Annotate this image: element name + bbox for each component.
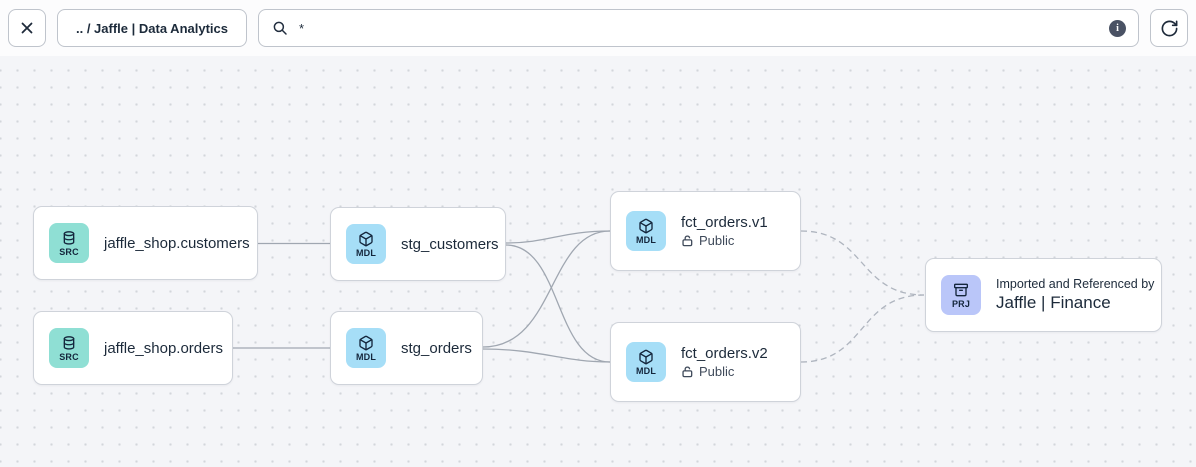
model-badge: MDL — [626, 211, 666, 251]
database-icon — [61, 335, 77, 351]
node-label: stg_customers — [401, 235, 499, 253]
badge-label: PRJ — [951, 298, 971, 309]
node-jaffle-shop-orders[interactable]: SRC jaffle_shop.orders — [33, 311, 233, 385]
node-label: fct_orders.v1 — [681, 214, 768, 231]
edge-stg-customers-fct-v1 — [505, 230, 611, 244]
unlock-icon — [681, 365, 694, 378]
edge-fct-v2-project — [800, 294, 925, 363]
unlock-icon — [681, 234, 694, 247]
project-badge: PRJ — [941, 275, 981, 315]
toolbar: .. / Jaffle | Data Analytics i — [0, 0, 1196, 56]
close-button[interactable] — [8, 9, 46, 47]
node-label: Jaffle | Finance — [996, 293, 1111, 312]
source-badge: SRC — [49, 223, 89, 263]
node-fct-orders-v2[interactable]: MDL fct_orders.v2 Public — [610, 322, 801, 402]
search-icon — [271, 19, 289, 37]
edge-stg-customers-fct-v2 — [505, 244, 611, 363]
badge-label: MDL — [355, 247, 377, 258]
source-badge: SRC — [49, 328, 89, 368]
model-badge: MDL — [626, 342, 666, 382]
node-label: stg_orders — [401, 339, 472, 357]
info-icon[interactable]: i — [1109, 19, 1126, 37]
breadcrumb[interactable]: .. / Jaffle | Data Analytics — [57, 9, 247, 47]
badge-label: MDL — [355, 351, 377, 362]
node-label: jaffle_shop.customers — [104, 234, 250, 252]
badge-label: MDL — [635, 365, 657, 376]
cube-icon — [638, 218, 654, 234]
model-badge: MDL — [346, 328, 386, 368]
access-row: Public — [681, 364, 768, 379]
node-jaffle-shop-customers[interactable]: SRC jaffle_shop.customers — [33, 206, 258, 280]
access-row: Public — [681, 233, 768, 248]
cube-icon — [358, 335, 374, 351]
badge-label: MDL — [635, 234, 657, 245]
edge-stg-orders-fct-v2 — [482, 348, 611, 363]
node-fct-orders-v1[interactable]: MDL fct_orders.v1 Public — [610, 191, 801, 271]
access-label: Public — [699, 364, 735, 379]
search-bar[interactable]: i — [258, 9, 1139, 47]
node-stg-orders[interactable]: MDL stg_orders — [330, 311, 483, 385]
node-stg-customers[interactable]: MDL stg_customers — [330, 207, 506, 281]
cube-icon — [638, 349, 654, 365]
node-jaffle-finance-project[interactable]: PRJ Imported and Referenced by Jaffle | … — [925, 258, 1162, 332]
close-icon — [18, 19, 36, 37]
database-icon — [61, 230, 77, 246]
node-label: jaffle_shop.orders — [104, 339, 223, 357]
edge-stg-orders-fct-v1 — [482, 230, 611, 348]
node-label: fct_orders.v2 — [681, 345, 768, 362]
search-input[interactable] — [299, 20, 1099, 36]
cube-icon — [358, 231, 374, 247]
refresh-button[interactable] — [1150, 9, 1188, 47]
model-badge: MDL — [346, 224, 386, 264]
access-label: Public — [699, 233, 735, 248]
archive-icon — [953, 282, 969, 298]
breadcrumb-label: .. / Jaffle | Data Analytics — [76, 20, 228, 36]
badge-label: SRC — [59, 351, 79, 362]
project-subtitle: Imported and Referenced by — [996, 277, 1155, 291]
edge-fct-v1-project — [800, 230, 925, 296]
badge-label: SRC — [59, 246, 79, 257]
refresh-icon — [1160, 19, 1179, 38]
